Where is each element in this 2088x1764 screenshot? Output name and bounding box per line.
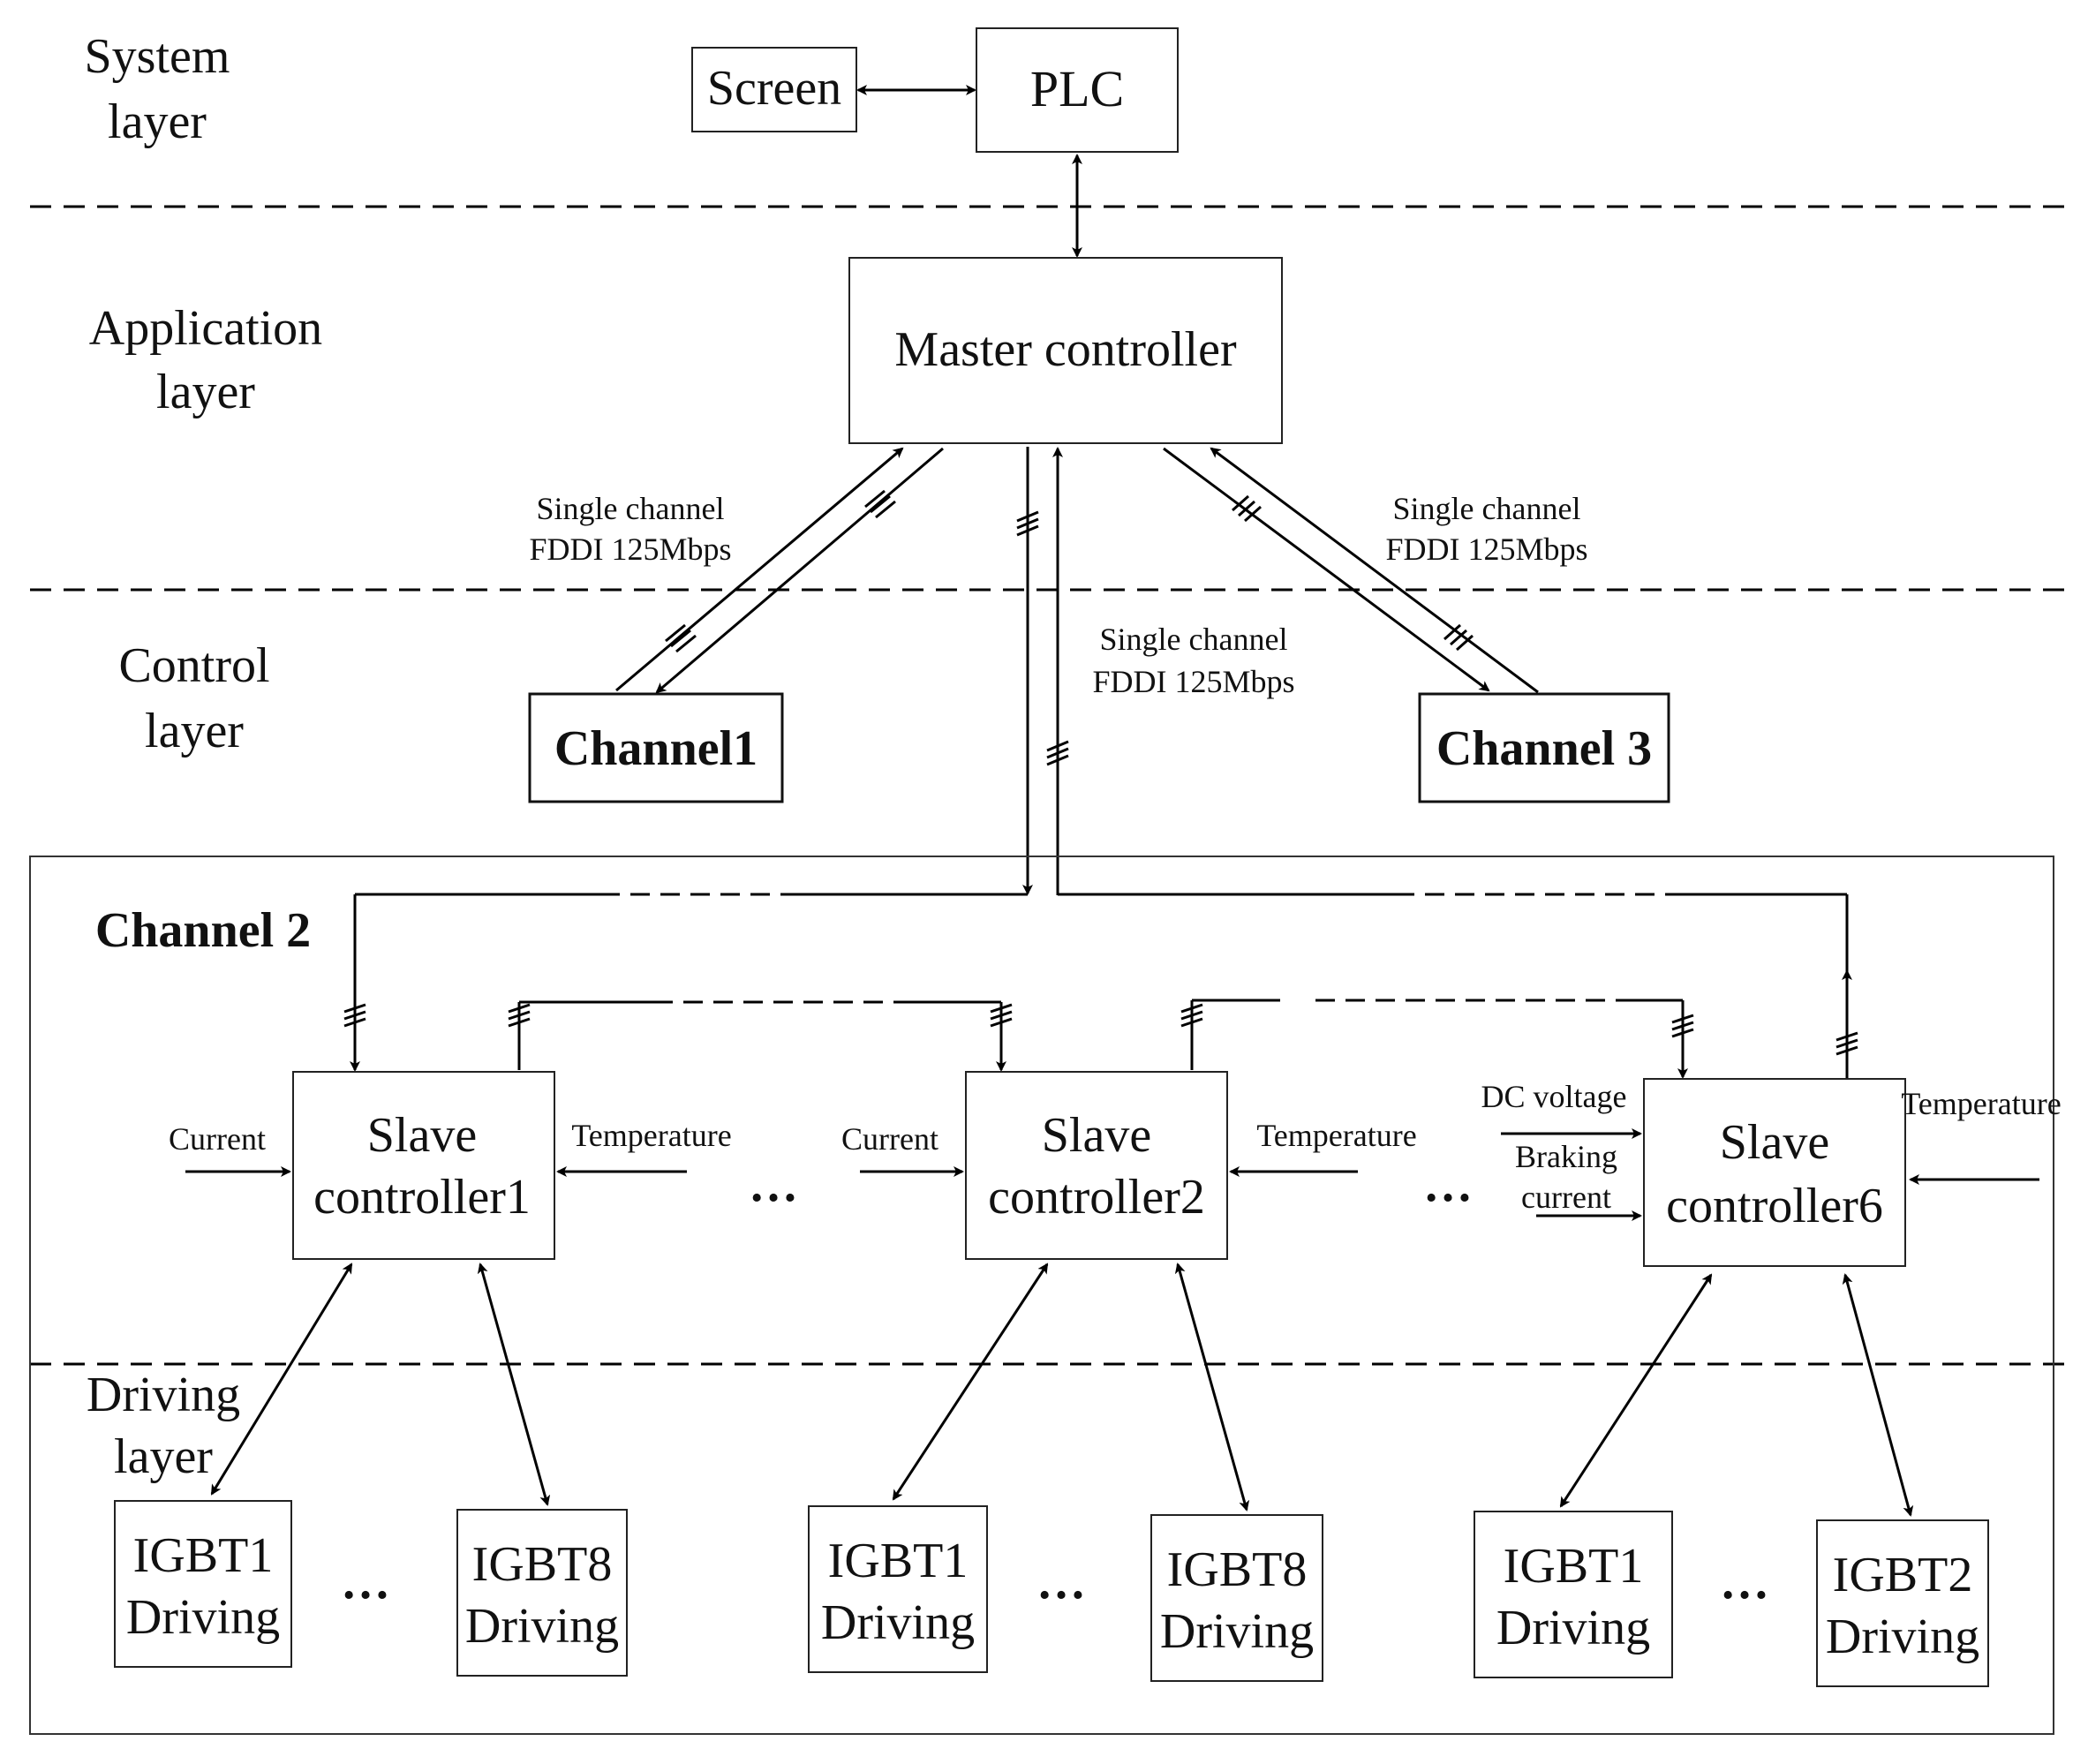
igbt-driving-1-line1: IGBT1 — [133, 1528, 274, 1583]
right-link-label: Single channel FDDI 125Mbps — [1385, 491, 1587, 567]
igbt-driving-4-line2: Driving — [1160, 1604, 1314, 1659]
channel2-container — [29, 856, 2054, 1735]
igbt-driving-5-line1: IGBT1 — [1504, 1539, 1644, 1594]
control-layer-label: Control layer — [118, 638, 269, 758]
application-layer-label: Application layer — [89, 301, 322, 419]
igbt-driving-5-line2: Driving — [1496, 1601, 1650, 1655]
channel1-box — [528, 692, 784, 803]
driving-layer-line2: layer — [114, 1429, 213, 1484]
slave-controller-1: Slave controller1 Current Temperature — [169, 1071, 732, 1260]
igbt-driving-6-line1: IGBT2 — [1833, 1548, 1973, 1602]
center-link-line2: FDDI 125Mbps — [1092, 664, 1294, 699]
slave1-slave2-chain — [517, 1000, 1006, 1072]
screen-label: Screen — [707, 61, 841, 116]
slave-controller-2-line2: controller2 — [988, 1170, 1205, 1225]
screen-box — [691, 47, 857, 132]
slave-controller-2-box — [965, 1071, 1228, 1260]
slave-controller-1-line1: Slave — [367, 1108, 477, 1163]
slave6-braking-label-line2: current — [1521, 1180, 1611, 1215]
left-link-line2: FDDI 125Mbps — [529, 531, 731, 567]
center-link-label: Single channel FDDI 125Mbps — [1092, 622, 1294, 699]
channel1-downlink — [655, 447, 944, 694]
channel1-link-ticks — [665, 489, 896, 653]
ellipsis-drivers-3: … — [1720, 1555, 1769, 1609]
igbt-driving-2: IGBT8 Driving — [456, 1509, 628, 1677]
igbt-driving-2-line2: Driving — [465, 1599, 619, 1654]
system-layer-line2: layer — [108, 94, 207, 149]
igbt-driving-3-line2: Driving — [821, 1595, 975, 1650]
igbt-driving-6-line2: Driving — [1826, 1609, 1979, 1664]
slave6-driver2-link — [1842, 1273, 1914, 1517]
igbt-driving-4: IGBT8 Driving — [1150, 1514, 1323, 1682]
bus-uplink — [1058, 893, 1852, 1091]
center-link-line1: Single channel — [1100, 622, 1288, 657]
slave6-driver1-link — [1559, 1273, 1713, 1508]
slave-controller-6-line2: controller6 — [1666, 1179, 1883, 1233]
slave2-current-label: Current — [841, 1121, 938, 1157]
right-link-line2: FDDI 125Mbps — [1385, 531, 1587, 567]
slave1-current-label: Current — [169, 1121, 266, 1157]
ellipsis-slaves-1: … — [749, 1157, 798, 1212]
system-layer-label: System layer — [85, 29, 230, 149]
slave-controller-1-box — [292, 1071, 555, 1260]
slave2-driver1-link — [892, 1263, 1049, 1501]
igbt-driving-3-line1: IGBT1 — [828, 1534, 969, 1588]
channel3-label: Channel 3 — [1436, 721, 1652, 776]
slave-controller-6-line1: Slave — [1720, 1115, 1829, 1170]
slave-controller-6: Slave controller6 DC voltage Braking cur… — [1481, 1078, 2062, 1267]
left-link-line1: Single channel — [537, 491, 725, 526]
igbt-driving-1: IGBT1 Driving — [114, 1500, 292, 1668]
master-controller-box — [848, 257, 1283, 444]
igbt-driving-5: IGBT1 Driving — [1474, 1511, 1673, 1678]
slave1-driver8-link — [477, 1263, 551, 1506]
channel3-downlink — [1163, 447, 1490, 692]
channel1-label: Channel1 — [554, 721, 758, 776]
right-link-line1: Single channel — [1393, 491, 1581, 526]
plc-box — [976, 27, 1179, 153]
driving-layer-line1: Driving — [87, 1368, 240, 1422]
igbt-driving-4-line1: IGBT8 — [1167, 1542, 1308, 1597]
bus-downlink — [350, 893, 1028, 1072]
slave2-temperature-label: Temperature — [1256, 1118, 1416, 1153]
igbt-driving-3: IGBT1 Driving — [808, 1505, 988, 1673]
channel3-link-ticks — [1232, 494, 1474, 652]
slave-controller-1-line2: controller1 — [313, 1170, 531, 1225]
slave-controller-2: Slave controller2 Current Temperature — [841, 1071, 1417, 1260]
center-link-ticks — [1016, 510, 1069, 766]
master-controller-label: Master controller — [894, 322, 1237, 377]
slave-controller-6-box — [1643, 1078, 1906, 1267]
driving-layer-label: Driving layer — [87, 1368, 240, 1484]
ellipsis-slaves-2: … — [1423, 1157, 1473, 1212]
bus-ticks — [343, 1003, 1858, 1056]
slave6-braking-label-line1: Braking — [1515, 1139, 1617, 1174]
left-link-label: Single channel FDDI 125Mbps — [529, 491, 731, 567]
igbt-driving-6: IGBT2 Driving — [1816, 1519, 1989, 1687]
slave2-driver8-link — [1174, 1263, 1250, 1511]
channel3-box — [1418, 692, 1670, 803]
slave-controller-2-line1: Slave — [1042, 1108, 1151, 1163]
system-layer-line1: System — [85, 29, 230, 84]
slave1-temperature-label: Temperature — [571, 1118, 731, 1153]
control-layer-line1: Control — [118, 638, 269, 693]
plc-label: PLC — [1030, 60, 1124, 117]
channel1-uplink — [615, 447, 904, 692]
channel2-label: Channel 2 — [95, 903, 311, 958]
slave6-temperature-label: Temperature — [1901, 1086, 2061, 1121]
application-layer-line1: Application — [89, 301, 322, 356]
igbt-driving-1-line2: Driving — [126, 1590, 280, 1645]
slave1-driver1-link — [210, 1263, 353, 1496]
slave2-slave6-chain — [1190, 999, 1688, 1079]
application-layer-line2: layer — [156, 365, 255, 419]
control-layer-line2: layer — [145, 704, 244, 758]
ellipsis-drivers-1: … — [341, 1555, 390, 1609]
ellipsis-drivers-2: … — [1036, 1555, 1086, 1609]
igbt-driving-2-line1: IGBT8 — [472, 1537, 613, 1592]
channel3-uplink — [1210, 447, 1539, 694]
slave6-dc-voltage-label: DC voltage — [1481, 1079, 1627, 1114]
